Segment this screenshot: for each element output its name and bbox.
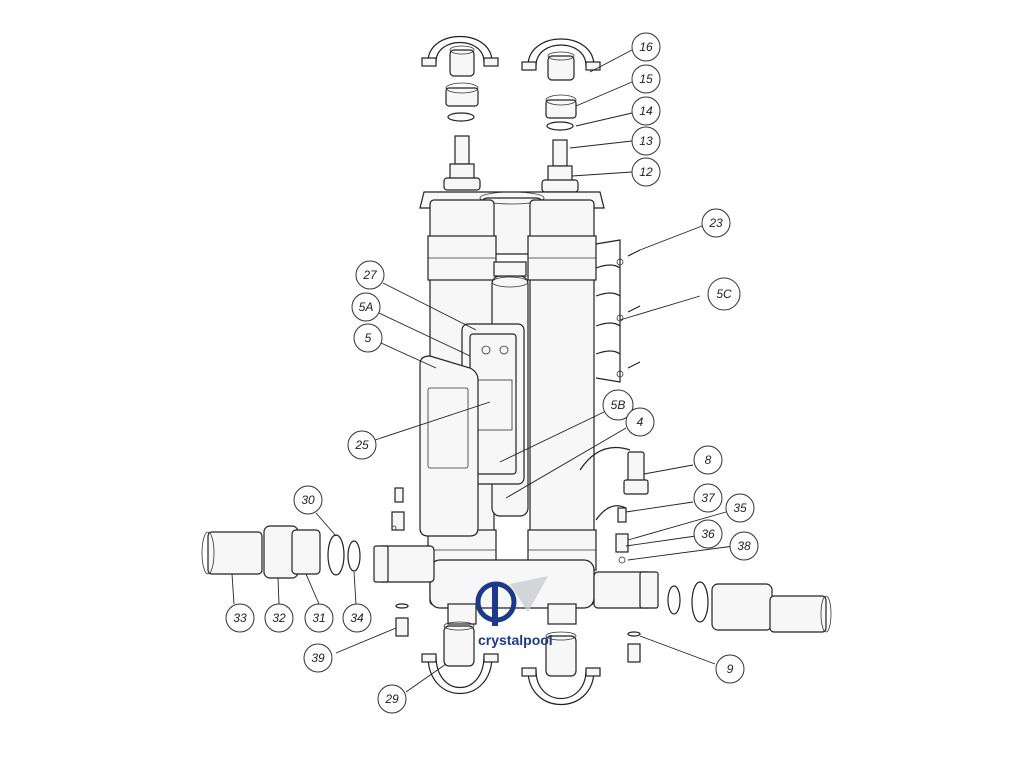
electrode-stem-right	[541, 139, 579, 193]
svg-text:27: 27	[362, 268, 378, 282]
callout-33: 33	[225, 603, 255, 633]
svg-text:30: 30	[301, 493, 315, 507]
svg-text:16: 16	[639, 40, 653, 54]
side-bracket	[595, 239, 624, 383]
callout-23: 23	[701, 208, 731, 238]
nipple-left	[395, 603, 409, 637]
callout-4: 4	[625, 407, 655, 437]
svg-text:37: 37	[701, 491, 716, 505]
svg-text:13: 13	[639, 134, 653, 148]
svg-text:25: 25	[354, 438, 369, 452]
callout-14: 14	[631, 96, 661, 126]
callout-30: 30	[293, 485, 323, 515]
svg-text:32: 32	[272, 611, 286, 625]
svg-text:5C: 5C	[716, 287, 732, 301]
union-right	[667, 581, 832, 633]
svg-text:36: 36	[701, 527, 715, 541]
callout-15: 15	[631, 64, 661, 94]
callout-29: 29	[377, 684, 407, 714]
flow-sensor	[579, 446, 649, 521]
callout-16: 16	[631, 32, 661, 62]
svg-text:12: 12	[639, 165, 653, 179]
callout-31: 31	[304, 603, 334, 633]
leader-lines	[231, 49, 735, 693]
crystalpool-logo: crystalpool	[475, 576, 553, 648]
svg-text:38: 38	[737, 539, 751, 553]
top-nut-left	[445, 82, 479, 122]
callout-38: 38	[729, 531, 759, 561]
logo-wordmark: crystalpool	[478, 632, 553, 648]
fittings-left	[391, 487, 405, 531]
svg-text:31: 31	[312, 611, 325, 625]
svg-text:5: 5	[365, 331, 372, 345]
bottom-clamp-left	[421, 621, 499, 694]
svg-text:15: 15	[639, 72, 653, 86]
electrode-stem-left	[443, 135, 481, 191]
cell-cylinder-right	[527, 199, 597, 606]
callout-27: 27	[355, 260, 385, 290]
top-nut-right	[545, 94, 577, 131]
callout-9: 9	[715, 654, 745, 684]
callout-37: 37	[693, 483, 723, 513]
screws-23	[627, 249, 641, 369]
svg-text:35: 35	[733, 501, 747, 515]
svg-text:33: 33	[233, 611, 247, 625]
callout-13: 13	[631, 126, 661, 156]
union-left	[201, 525, 361, 579]
svg-text:23: 23	[708, 216, 723, 230]
callout-36: 36	[693, 519, 723, 549]
svg-text:14: 14	[639, 104, 653, 118]
callout-34: 34	[342, 603, 372, 633]
callout-35: 35	[725, 493, 755, 523]
top-clamp-left	[421, 35, 499, 77]
svg-text:34: 34	[350, 611, 364, 625]
svg-text:39: 39	[311, 651, 325, 665]
nipple-right	[627, 631, 641, 663]
svg-text:8: 8	[705, 453, 712, 467]
bottom-clamp-right	[521, 631, 601, 705]
svg-text:4: 4	[637, 415, 644, 429]
top-clamp-right	[521, 38, 601, 81]
svg-text:29: 29	[384, 692, 399, 706]
svg-text:5A: 5A	[359, 300, 374, 314]
svg-text:9: 9	[727, 662, 734, 676]
callout-39: 39	[303, 643, 333, 673]
callout-5B: 5B	[602, 389, 634, 421]
callout-32: 32	[264, 603, 294, 633]
front-cover	[419, 355, 479, 537]
callout-12: 12	[631, 157, 661, 187]
callout-25: 25	[347, 430, 377, 460]
callout-5C: 5C	[707, 277, 741, 311]
callout-5A: 5A	[351, 292, 381, 322]
callout-5: 5	[353, 323, 383, 353]
svg-text:5B: 5B	[611, 398, 626, 412]
callout-8: 8	[693, 445, 723, 475]
fittings-right	[615, 507, 641, 579]
